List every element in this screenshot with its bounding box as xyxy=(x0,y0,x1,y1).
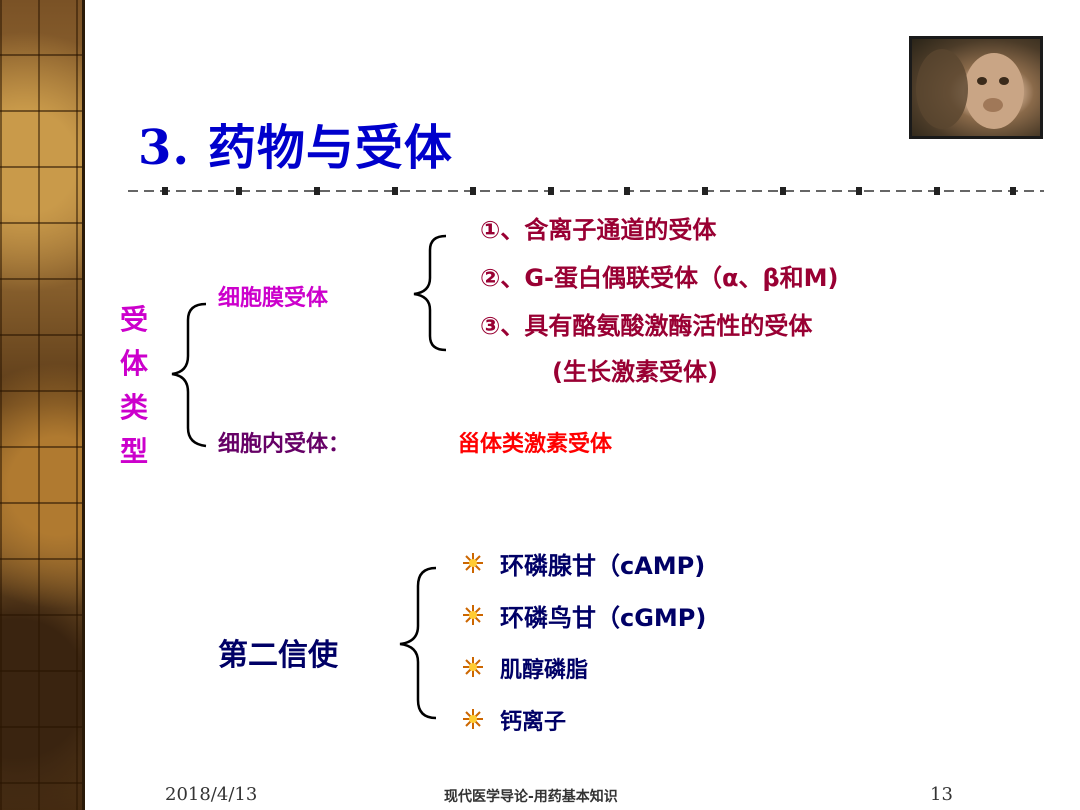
star-bullet-icon xyxy=(463,657,483,677)
membrane-item-1: ①、含离子通道的受体 xyxy=(480,216,717,244)
intracellular-receptor-value: 甾体类激素受体 xyxy=(458,432,613,457)
star-bullet-icon xyxy=(463,605,483,625)
title-separator xyxy=(128,187,1044,195)
second-messenger-label: 第二信使 xyxy=(218,638,338,673)
membrane-item-3: ③、具有酪氨酸激酶活性的受体 xyxy=(480,312,813,340)
messenger-item-4: 钙离子 xyxy=(500,710,567,735)
messenger-item-3: 肌醇磷脂 xyxy=(500,658,589,683)
membrane-item-2: ②、G-蛋白偶联受体（α、β和M) xyxy=(480,264,839,292)
receptor-type-char: 体 xyxy=(120,347,149,380)
receptor-type-char: 类 xyxy=(120,391,149,424)
footer-page-number: 13 xyxy=(930,784,953,805)
wood-border-decoration xyxy=(0,0,85,810)
membrane-item-3-note: (生长激素受体) xyxy=(552,358,718,386)
footer-course: 现代医学导论-用药基本知识 xyxy=(444,789,618,805)
page-title: 3. 药物与受体 xyxy=(138,120,453,176)
messenger-item-2: 环磷鸟甘（cGMP) xyxy=(500,604,707,632)
receptor-type-char: 受 xyxy=(120,303,149,336)
footer-date: 2018/4/13 xyxy=(165,784,258,805)
intracellular-receptor-label: 细胞内受体： xyxy=(218,432,351,457)
membrane-receptor-label: 细胞膜受体 xyxy=(218,286,329,311)
monkey-photo xyxy=(909,36,1043,139)
membrane-brace xyxy=(413,234,447,352)
messenger-brace xyxy=(399,566,437,720)
messenger-item-1: 环磷腺甘（cAMP) xyxy=(500,552,706,580)
receptor-type-brace xyxy=(171,302,207,448)
star-bullet-icon xyxy=(463,709,483,729)
receptor-type-char: 型 xyxy=(120,435,149,468)
star-bullet-icon xyxy=(463,553,483,573)
